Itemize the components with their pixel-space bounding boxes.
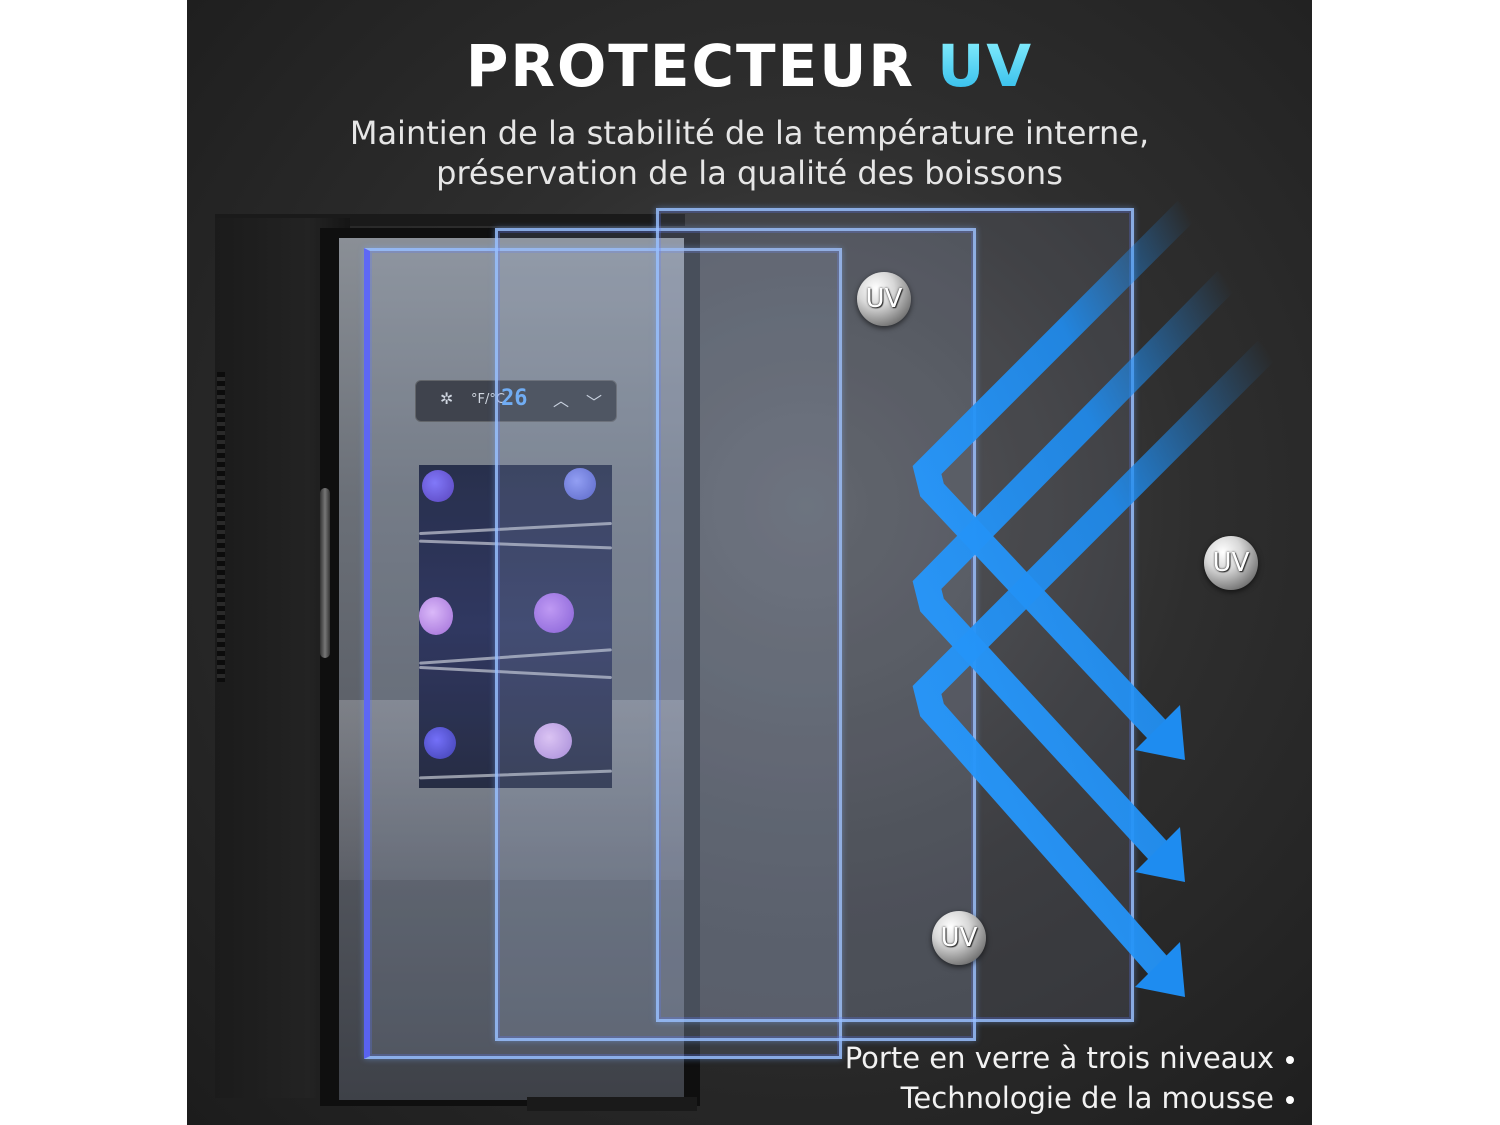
subtitle-line-1: Maintien de la stabilité de la températu… <box>349 114 1150 152</box>
product-image: PROTECTEUR UV Maintien de la stabilité d… <box>187 0 1312 1125</box>
light-icon: ✲ <box>440 389 454 408</box>
bottle <box>564 468 596 500</box>
bullet-icon <box>1286 1096 1294 1104</box>
feature-item-text: Technologie de la mousse <box>900 1081 1274 1115</box>
bottle <box>422 470 454 502</box>
headline: PROTECTEUR UV <box>187 32 1312 100</box>
headline-main: PROTECTEUR <box>465 32 915 100</box>
uv-arrow-1-head <box>1135 705 1185 760</box>
door-handle <box>320 488 330 658</box>
uv-arrow-3-head <box>1135 942 1185 997</box>
up-arrow-icon: ︿ <box>553 391 570 410</box>
feature-item-text: Porte en verre à trois niveaux <box>844 1041 1274 1075</box>
fridge-foot <box>527 1097 697 1111</box>
uv-arrow-2 <box>912 270 1237 864</box>
uv-badge: UV <box>1204 536 1258 590</box>
interior-window <box>419 465 612 788</box>
bottle <box>419 597 453 635</box>
fridge-vent <box>217 372 225 682</box>
feature-item: Technologie de la mousse <box>845 1078 1294 1118</box>
bottle <box>424 727 456 759</box>
uv-deflection-arrows <box>912 200 1277 997</box>
bottle <box>534 723 572 759</box>
subtitle: Maintien de la stabilité de la températu… <box>187 113 1312 193</box>
feature-list: Porte en verre à trois niveaux Technolog… <box>845 1038 1294 1118</box>
control-panel: ✲ °F/°C 26 ︿ ﹀ <box>415 380 617 422</box>
uv-arrow-1 <box>912 200 1197 744</box>
uv-arrow-3 <box>912 340 1277 979</box>
glass-panel-layer-1 <box>364 248 842 1059</box>
down-arrow-icon: ﹀ <box>586 393 603 412</box>
glass-panel-layer-2 <box>495 228 976 1041</box>
headline-accent: UV <box>937 32 1034 100</box>
bullet-icon <box>1286 1056 1294 1064</box>
uv-badge: UV <box>857 272 911 326</box>
feature-item: Porte en verre à trois niveaux <box>845 1038 1294 1078</box>
subtitle-line-2: préservation de la qualité des boissons <box>436 154 1063 192</box>
uv-arrow-2-head <box>1135 827 1185 882</box>
bottle <box>534 593 574 633</box>
temperature-display: 26 <box>501 386 528 411</box>
uv-badge: UV <box>932 911 986 965</box>
